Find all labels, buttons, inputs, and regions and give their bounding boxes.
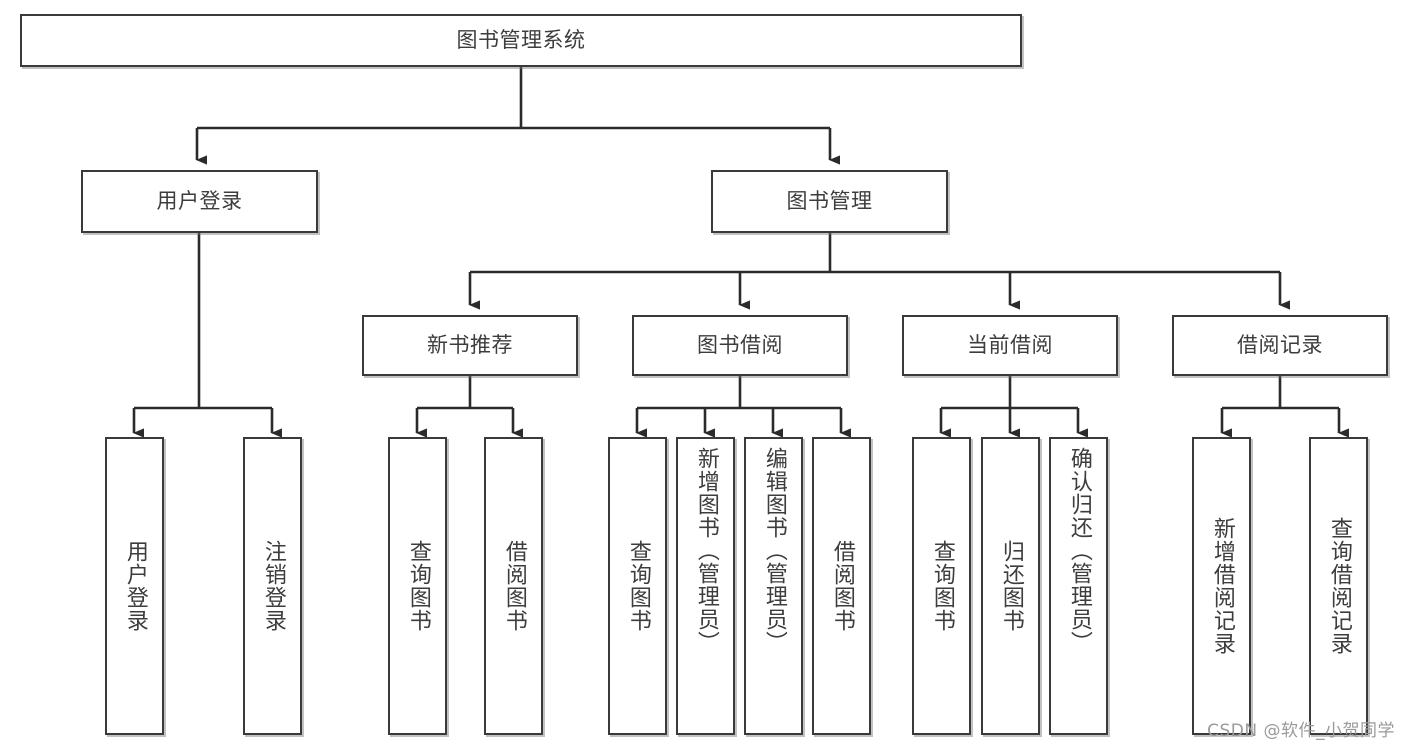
node-book-management[interactable]: 图书管理 [711,170,948,233]
node-user-login-label: 用户登录 [156,189,243,214]
leaf-record-query-record[interactable]: 查询借阅记录 [1309,437,1368,735]
leaf-current-query-book-label: 查询图书 [929,540,955,632]
leaf-borrow-query-book-label: 查询图书 [625,540,651,632]
leaf-current-return-book[interactable]: 归还图书 [981,437,1040,735]
leaf-current-confirm-return-label: 确认归还（管理员） [1066,447,1092,654]
node-user-login[interactable]: 用户登录 [81,170,318,233]
leaf-record-add-record[interactable]: 新增借阅记录 [1192,437,1251,735]
leaf-borrow-add-book-label: 新增图书（管理员） [693,447,719,654]
node-book-management-label: 图书管理 [786,189,873,214]
node-root[interactable]: 图书管理系统 [20,14,1022,67]
leaf-recommend-borrow-book[interactable]: 借阅图书 [484,437,543,735]
leaf-user-login-signin-label: 用户登录 [122,540,148,632]
node-new-book-recommend[interactable]: 新书推荐 [362,315,578,376]
node-borrow-record[interactable]: 借阅记录 [1172,315,1388,376]
leaf-borrow-borrow-book[interactable]: 借阅图书 [812,437,871,735]
leaf-current-return-book-label: 归还图书 [998,540,1024,632]
leaf-user-login-signout[interactable]: 注销登录 [243,437,302,735]
node-current-borrow[interactable]: 当前借阅 [902,315,1118,376]
leaf-record-add-record-label: 新增借阅记录 [1209,517,1235,655]
node-root-label: 图书管理系统 [456,28,586,53]
watermark-text: CSDN @软件_小贺同学 [1207,721,1395,741]
leaf-current-query-book[interactable]: 查询图书 [912,437,971,735]
node-current-borrow-label: 当前借阅 [967,333,1053,358]
leaf-user-login-signin[interactable]: 用户登录 [105,437,164,735]
leaf-user-login-signout-label: 注销登录 [260,540,286,632]
leaf-borrow-add-book[interactable]: 新增图书（管理员） [676,437,735,735]
node-borrow-record-label: 借阅记录 [1237,333,1323,358]
node-new-book-recommend-label: 新书推荐 [427,333,513,358]
node-book-borrow[interactable]: 图书借阅 [632,315,848,376]
node-book-borrow-label: 图书借阅 [697,333,783,358]
leaf-borrow-query-book[interactable]: 查询图书 [608,437,667,735]
leaf-recommend-query-book-label: 查询图书 [405,540,431,632]
leaf-borrow-borrow-book-label: 借阅图书 [829,540,855,632]
leaf-record-query-record-label: 查询借阅记录 [1326,517,1352,655]
leaf-current-confirm-return[interactable]: 确认归还（管理员） [1049,437,1108,735]
leaf-recommend-query-book[interactable]: 查询图书 [388,437,447,735]
leaf-recommend-borrow-book-label: 借阅图书 [501,540,527,632]
leaf-borrow-edit-book[interactable]: 编辑图书（管理员） [744,437,803,735]
leaf-borrow-edit-book-label: 编辑图书（管理员） [761,447,787,654]
